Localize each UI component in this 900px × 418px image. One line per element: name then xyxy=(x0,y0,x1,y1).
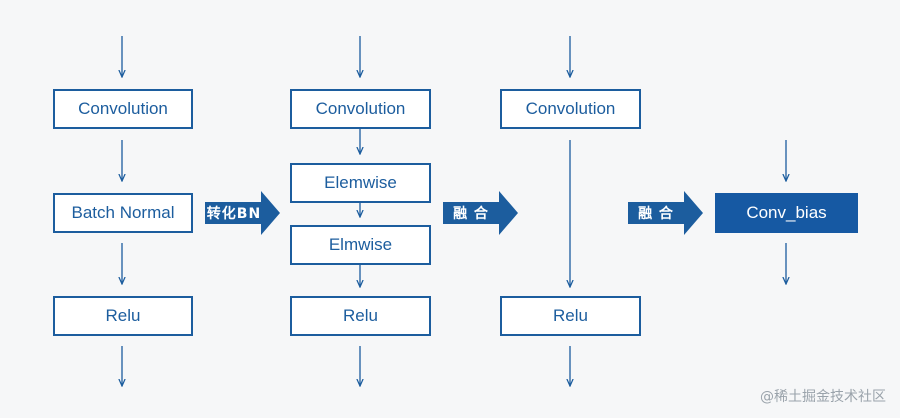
col4-conv-bias-node: Conv_bias xyxy=(715,193,858,233)
fuse-arrow-2: 融 合 xyxy=(628,191,703,235)
col2-relu-node: Relu xyxy=(290,296,431,336)
watermark: @稀土掘金技术社区 xyxy=(760,389,886,405)
fat-arrow-shape xyxy=(443,191,518,235)
col2-elemwise-node: Elemwise xyxy=(290,163,431,203)
col1-convolution-node: Convolution xyxy=(53,89,193,129)
col3-convolution-node: Convolution xyxy=(500,89,641,129)
fuse-label-1: 融 合 xyxy=(453,206,489,222)
col1-relu-node: Relu xyxy=(53,296,193,336)
col2-elmwise-node: Elmwise xyxy=(290,225,431,265)
col1-batch-normal-node: Batch Normal xyxy=(53,193,193,233)
bn-convert-label: 转化BN xyxy=(206,206,262,222)
fuse-arrow-1: 融 合 xyxy=(443,191,518,235)
bn-convert-arrow: 转化BN xyxy=(205,191,280,235)
fat-arrow-shape xyxy=(628,191,703,235)
fat-arrow-shape xyxy=(205,191,280,235)
col3-relu-node: Relu xyxy=(500,296,641,336)
fuse-label-2: 融 合 xyxy=(638,206,674,222)
col2-convolution-node: Convolution xyxy=(290,89,431,129)
